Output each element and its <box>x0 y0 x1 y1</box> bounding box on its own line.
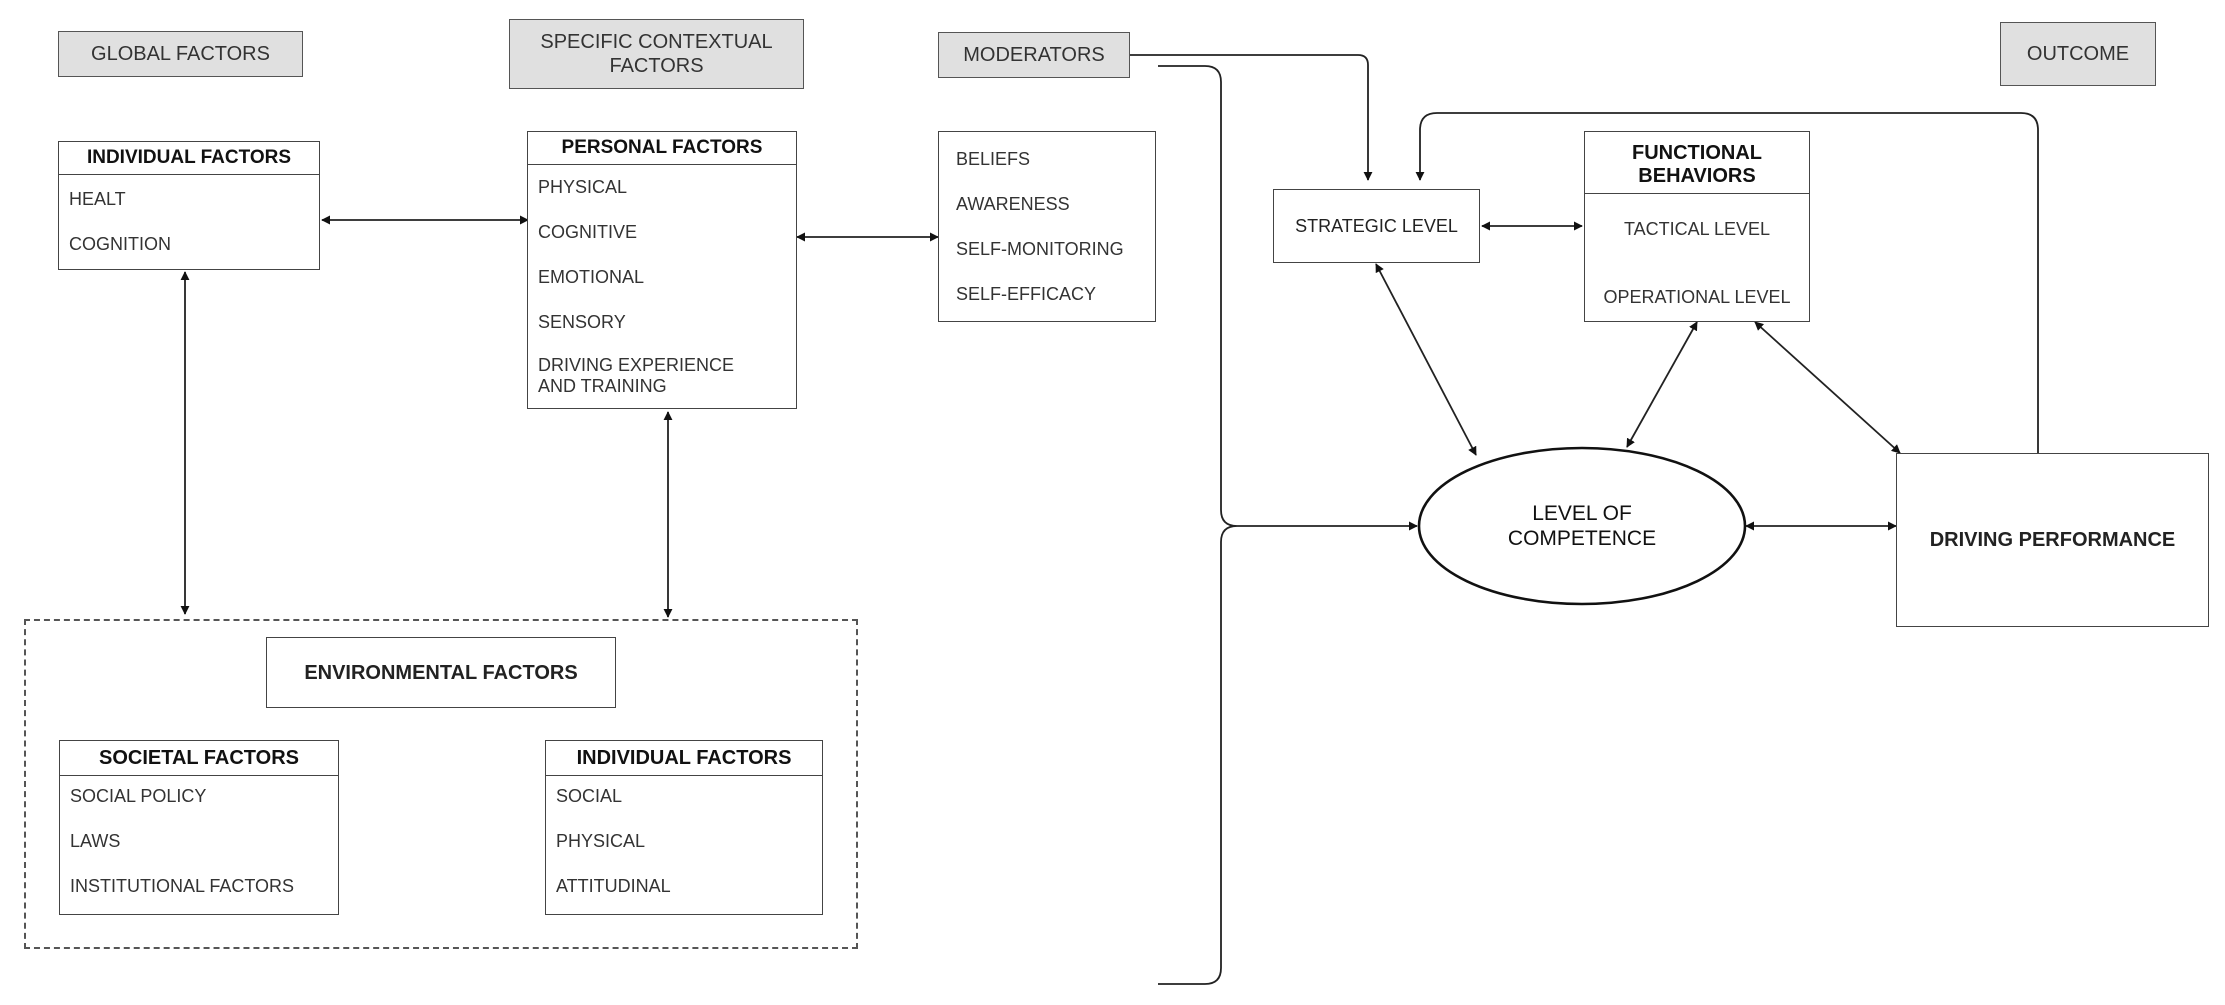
tactical-level-label: TACTICAL LEVEL <box>1623 219 1771 239</box>
moderator-item-beliefs: BELIEFS <box>956 149 1031 169</box>
env-individual-factors-box: INDIVIDUAL FACTORS SOCIAL PHYSICAL ATTIT… <box>545 740 823 915</box>
societal-item-institutional: INSTITUTIONAL FACTORS <box>70 876 295 896</box>
individual-item-health: HEALT <box>69 189 126 209</box>
moderator-item-self-monitoring: SELF-MONITORING <box>956 239 1124 259</box>
header-specific-contextual: SPECIFIC CONTEXTUAL FACTORS <box>509 19 804 89</box>
env-individual-item-social: SOCIAL <box>556 786 623 806</box>
driving-performance-box: DRIVING PERFORMANCE <box>1896 453 2209 627</box>
env-individual-item-physical: PHYSICAL <box>556 831 646 851</box>
functional-behaviors-box: FUNCTIONAL BEHAVIORS TACTICAL LEVEL OPER… <box>1584 131 1810 322</box>
operational-level-label: OPERATIONAL LEVEL <box>1603 287 1791 307</box>
individual-factors-box: INDIVIDUAL FACTORS HEALT COGNITION <box>58 141 320 270</box>
header-outcome: OUTCOME <box>2000 22 2156 86</box>
strategic-level-label: STRATEGIC LEVEL <box>1295 216 1458 236</box>
arrow-feedback-loop <box>1415 112 2039 453</box>
header-global-factors: GLOBAL FACTORS <box>58 31 303 77</box>
header-moderators: MODERATORS <box>938 32 1130 78</box>
personal-item-physical: PHYSICAL <box>538 177 628 197</box>
societal-item-laws: LAWS <box>70 831 121 851</box>
level-of-competence: LEVEL OF COMPETENCE <box>1440 486 1724 566</box>
env-individual-item-attitudinal: ATTITUDINAL <box>556 876 671 896</box>
arrow-strategic-competence <box>1375 263 1477 456</box>
arrow-functional-competence <box>1626 321 1698 448</box>
moderators-brace <box>1158 65 1238 985</box>
personal-item-sensory: SENSORY <box>538 312 626 332</box>
societal-factors-box: SOCIETAL FACTORS SOCIAL POLICY LAWS INST… <box>59 740 339 915</box>
header-global-label: GLOBAL FACTORS <box>91 43 270 65</box>
personal-item-driving-experience: DRIVING EXPERIENCE AND TRAINING <box>538 355 735 396</box>
environmental-factors-box: ENVIRONMENTAL FACTORS <box>266 637 616 708</box>
individual-item-cognition: COGNITION <box>69 234 171 254</box>
individual-factors-title: INDIVIDUAL FACTORS <box>59 142 319 175</box>
functional-behaviors-title: FUNCTIONAL BEHAVIORS <box>1585 132 1809 194</box>
environmental-group <box>24 619 858 949</box>
driving-performance-label: DRIVING PERFORMANCE <box>1929 529 2176 551</box>
personal-item-cognitive: COGNITIVE <box>538 222 638 242</box>
competence-ellipse <box>1417 446 1747 606</box>
level-of-competence-label: LEVEL OF COMPETENCE <box>1507 502 1657 550</box>
personal-factors-title: PERSONAL FACTORS <box>528 132 796 165</box>
societal-item-social-policy: SOCIAL POLICY <box>70 786 207 806</box>
personal-factors-box: PERSONAL FACTORS PHYSICAL COGNITIVE EMOT… <box>527 131 797 409</box>
env-individual-factors-title: INDIVIDUAL FACTORS <box>546 741 822 776</box>
moderator-item-awareness: AWARENESS <box>956 194 1070 214</box>
personal-item-emotional: EMOTIONAL <box>538 267 645 287</box>
header-specific-label: SPECIFIC CONTEXTUAL FACTORS <box>540 31 773 77</box>
moderator-item-self-efficacy: SELF-EFFICACY <box>956 284 1097 304</box>
header-outcome-label: OUTCOME <box>2026 43 2130 65</box>
arrow-moderators-strategic <box>1130 54 1373 181</box>
header-moderators-label: MODERATORS <box>963 44 1105 66</box>
arrow-functional-performance <box>1754 321 1901 454</box>
environmental-factors-title: ENVIRONMENTAL FACTORS <box>304 661 578 684</box>
societal-factors-title: SOCIETAL FACTORS <box>60 741 338 776</box>
strategic-level-box: STRATEGIC LEVEL <box>1273 189 1480 263</box>
moderators-box: BELIEFS AWARENESS SELF-MONITORING SELF-E… <box>938 131 1156 322</box>
